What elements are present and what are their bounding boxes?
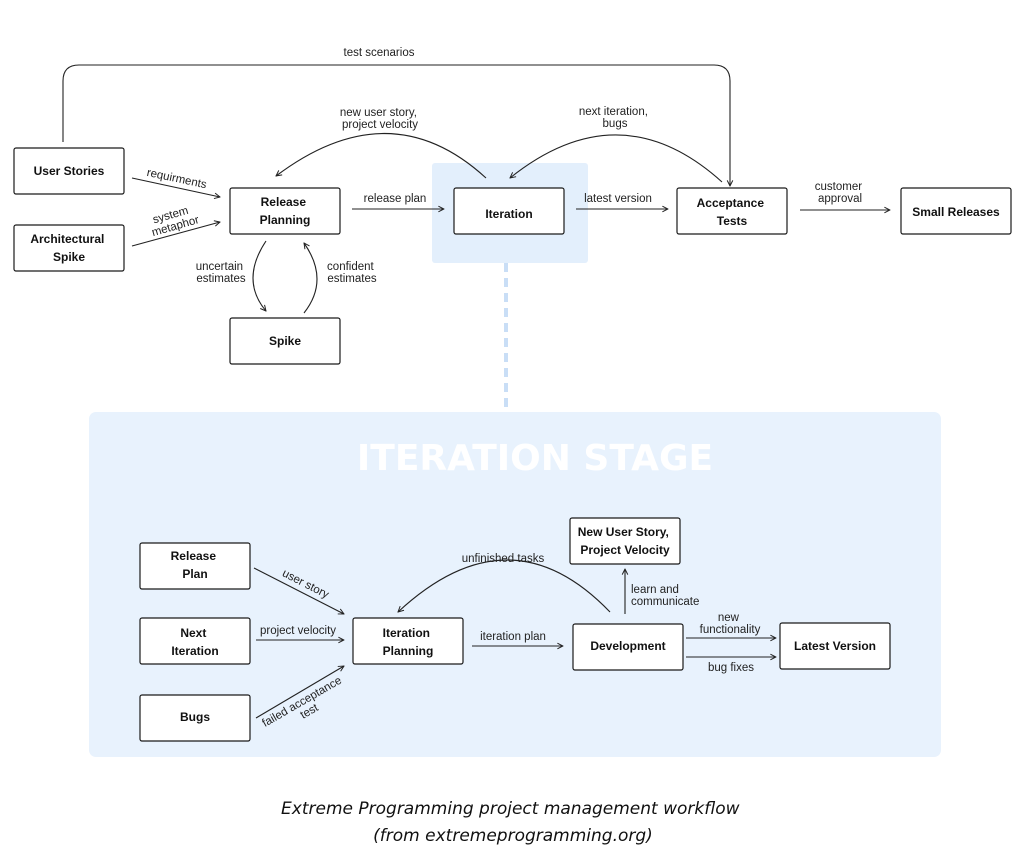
node-development: Development [572, 623, 684, 671]
arrow-next-iteration [510, 134, 723, 183]
arrow-system-metaphor [131, 222, 220, 247]
svg-text:Next Iteration: Next Iteration [171, 626, 218, 658]
node-user-stories: User Stories [13, 147, 125, 195]
label-iteration-plan: iteration plan [480, 631, 546, 643]
svg-text:Iteration Planning: Iteration Planning [383, 626, 434, 658]
iteration-stage-title: ITERATION STAGE [357, 438, 713, 479]
label-learn-and-communicate: learn and communicate [631, 584, 699, 608]
label-next-iteration: next iteration, bugs [579, 106, 651, 130]
label-latest-version: latest version [584, 193, 652, 205]
node-spike: Spike [229, 317, 341, 365]
label-system-metaphor: system metaphor [147, 203, 200, 240]
svg-text:Spike: Spike [269, 334, 301, 348]
figure-caption: Extreme Programming project management w… [281, 799, 745, 846]
label-project-velocity: project velocity [260, 625, 336, 637]
node-iteration-planning: Iteration Planning [352, 617, 464, 665]
svg-text:New User Story, Project: New User Story, Project Velocity [578, 525, 673, 557]
svg-text:User Stories: User Stories [34, 164, 105, 178]
svg-text:Iteration: Iteration [485, 207, 532, 221]
node-next-iteration: Next Iteration [139, 617, 251, 665]
svg-text:Bugs: Bugs [180, 710, 210, 724]
svg-text:Small Releases: Small Releases [912, 205, 1000, 219]
label-uncertain-estimates: uncertain estimates [196, 261, 247, 285]
node-release-plan: Release Plan [139, 542, 251, 590]
label-new-user-story: new user story, project velocity [340, 107, 420, 131]
node-iteration: Iteration [453, 187, 565, 235]
arrow-confident-estimates [304, 243, 318, 314]
label-bug-fixes: bug fixes [708, 662, 754, 674]
node-architectural-spike: Architectural Spike [13, 224, 125, 272]
label-unfinished-tasks: unfinished tasks [462, 553, 545, 565]
node-bugs: Bugs [139, 694, 251, 742]
label-test-scenarios: test scenarios [344, 47, 415, 59]
arrow-new-user-story [276, 132, 487, 179]
label-release-plan: release plan [364, 193, 427, 205]
label-customer-approval: customer approval [815, 181, 866, 205]
iteration-stage-panel [89, 412, 941, 757]
svg-text:Release Planning: Release Planning [260, 195, 311, 227]
arrow-requirements [131, 177, 220, 197]
node-release-planning: Release Planning [229, 187, 341, 235]
svg-text:Acceptance Tests: Acceptance Tests [697, 196, 768, 228]
arrow-unfinished-tasks [398, 559, 611, 612]
svg-text:Development: Development [590, 639, 665, 653]
label-new-functionality: new functionality [700, 612, 761, 636]
svg-text:Latest Version: Latest Version [794, 639, 876, 653]
arrow-uncertain-estimates [252, 240, 266, 311]
arrow-test-scenarios [62, 64, 730, 186]
arrow-failed-acceptance-test [255, 666, 344, 719]
svg-text:Release Plan: Release Plan [171, 549, 220, 581]
label-confident-estimates: confident estimates [327, 261, 377, 285]
arrow-user-story [253, 567, 344, 614]
node-acceptance-tests: Acceptance Tests [676, 187, 788, 235]
node-latest-version: Latest Version [779, 622, 891, 670]
node-new-user-story: New User Story, Project Velocity [569, 517, 681, 565]
node-small-releases: Small Releases [900, 187, 1012, 235]
svg-text:Architectural Spike: Architectural Spike [30, 232, 107, 264]
